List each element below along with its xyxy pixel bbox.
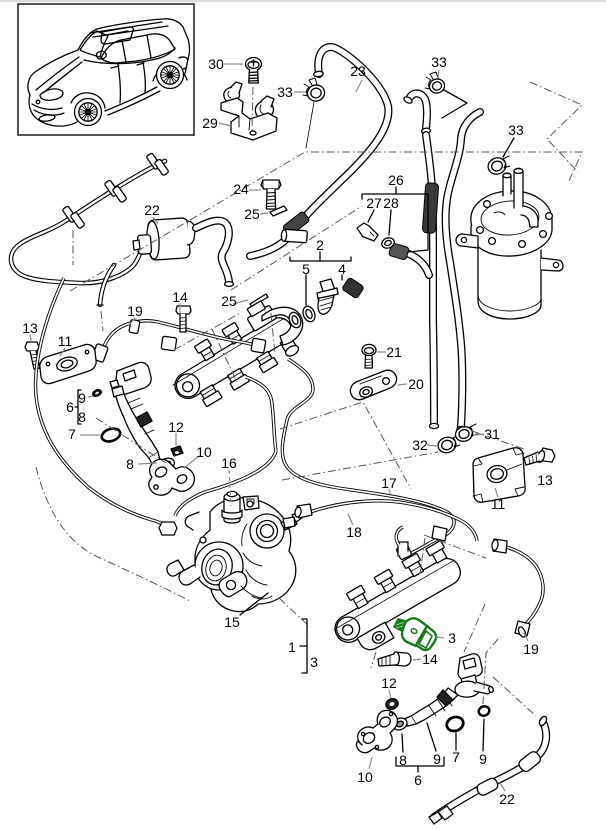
svg-text:24: 24 [233,181,249,197]
svg-text:27: 27 [366,195,382,211]
svg-text:30: 30 [208,56,224,72]
svg-text:1: 1 [288,639,296,655]
svg-text:19: 19 [523,641,539,657]
svg-text:9: 9 [479,751,487,767]
svg-text:33: 33 [508,122,524,138]
svg-text:29: 29 [202,115,218,131]
svg-text:28: 28 [383,195,399,211]
svg-text:20: 20 [408,376,424,392]
svg-text:11: 11 [491,496,506,512]
svg-text:25: 25 [244,206,260,222]
svg-text:8: 8 [399,752,407,768]
svg-text:7: 7 [452,749,460,765]
svg-text:2: 2 [316,237,324,253]
svg-text:14: 14 [422,651,438,667]
svg-text:16: 16 [221,455,237,471]
svg-text:3: 3 [310,654,318,670]
svg-text:5: 5 [302,261,310,277]
svg-text:8: 8 [126,456,134,472]
svg-text:25: 25 [221,293,237,309]
svg-text:23: 23 [350,63,366,79]
svg-text:12: 12 [381,675,397,691]
svg-text:11: 11 [58,333,73,349]
svg-text:14: 14 [172,289,188,305]
svg-text:22: 22 [499,791,515,807]
svg-text:13: 13 [22,320,38,336]
svg-text:9: 9 [78,390,86,406]
svg-text:32: 32 [412,437,428,453]
svg-text:33: 33 [431,54,447,70]
svg-text:33: 33 [277,84,293,100]
svg-text:8: 8 [78,409,86,425]
svg-text:22: 22 [144,202,160,218]
svg-text:10: 10 [357,769,373,785]
svg-text:17: 17 [381,475,397,491]
svg-text:12: 12 [168,419,184,435]
svg-text:31: 31 [484,426,500,442]
svg-text:21: 21 [386,344,402,360]
svg-text:9: 9 [433,751,441,767]
svg-text:6: 6 [66,399,74,415]
svg-text:15: 15 [224,614,240,630]
svg-text:13: 13 [537,472,553,488]
svg-text:18: 18 [346,524,362,540]
svg-text:26: 26 [388,172,404,188]
svg-text:19: 19 [127,303,143,319]
svg-text:10: 10 [196,444,212,460]
svg-text:4: 4 [338,261,346,277]
svg-text:3: 3 [448,630,456,646]
svg-text:7: 7 [68,426,76,442]
svg-text:6: 6 [414,772,422,788]
